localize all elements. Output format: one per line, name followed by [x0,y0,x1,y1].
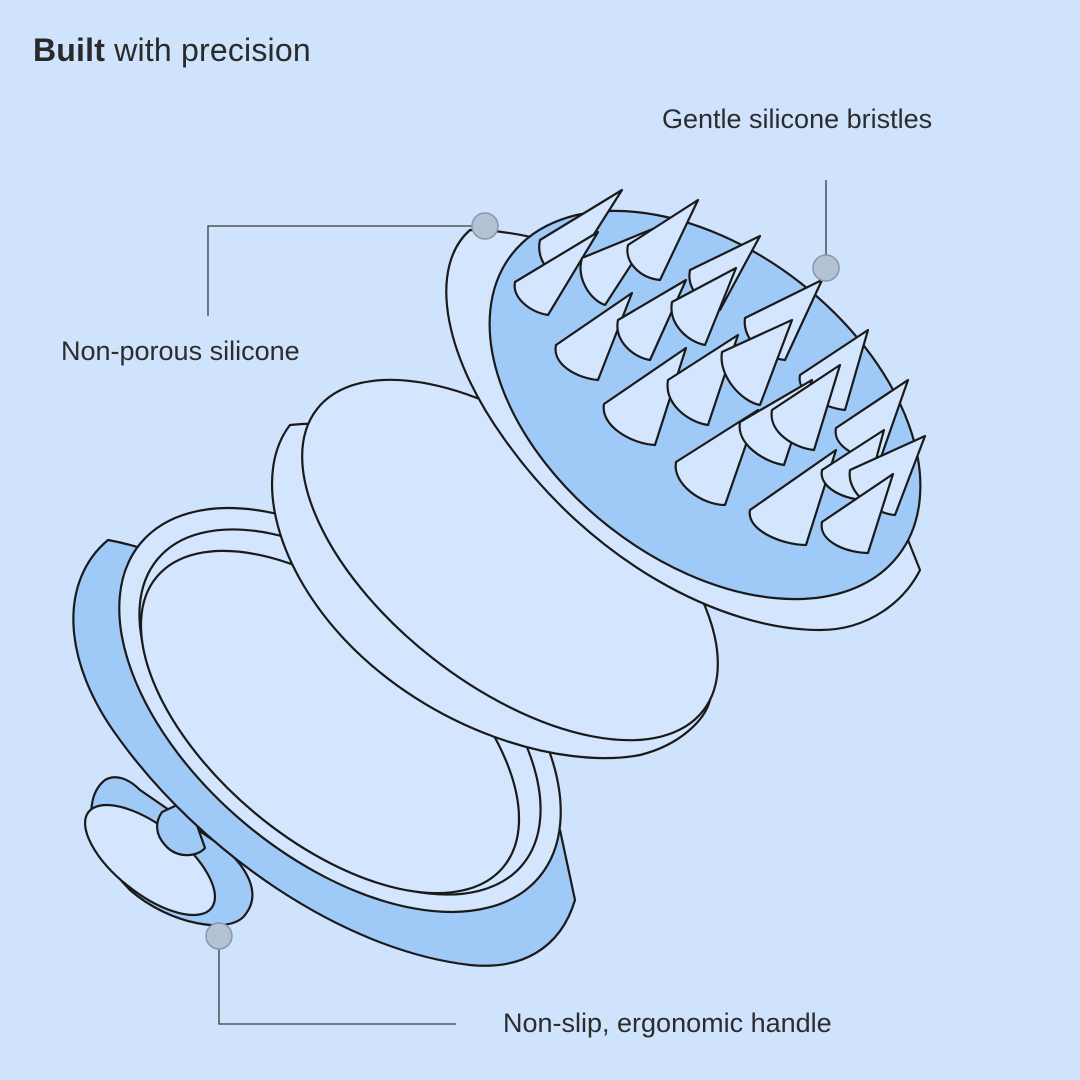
bristle [666,333,740,427]
bristle [748,448,838,547]
page-title: Built with precision [33,32,311,69]
bristles [513,188,927,555]
markers [205,212,840,950]
leader-handle [218,936,456,1025]
bristle [602,346,688,447]
bristle [554,291,634,382]
callout-silicone: Non-porous silicone [61,336,300,366]
leader-lines [207,180,827,1025]
leader-silicone [207,225,485,316]
marker-dot-handle [205,922,233,950]
bristle [770,363,842,452]
callout-bristles: Gentle silicone bristles [662,104,933,134]
bristle [616,278,688,362]
callout-handle: Non-slip, ergonomic handle [503,1008,832,1038]
bristle [720,318,794,407]
bristle [674,408,760,507]
bristle [820,472,895,555]
marker-dot-bristles [812,254,840,282]
handle-stem [156,798,207,857]
bristle [513,230,600,317]
bristle [670,266,738,347]
base-plate [72,506,577,967]
title-rest: with precision [105,32,311,68]
title-bold: Built [33,32,106,68]
marker-dot-silicone [471,212,499,240]
middle-disc [270,378,719,760]
bristle [626,198,700,282]
